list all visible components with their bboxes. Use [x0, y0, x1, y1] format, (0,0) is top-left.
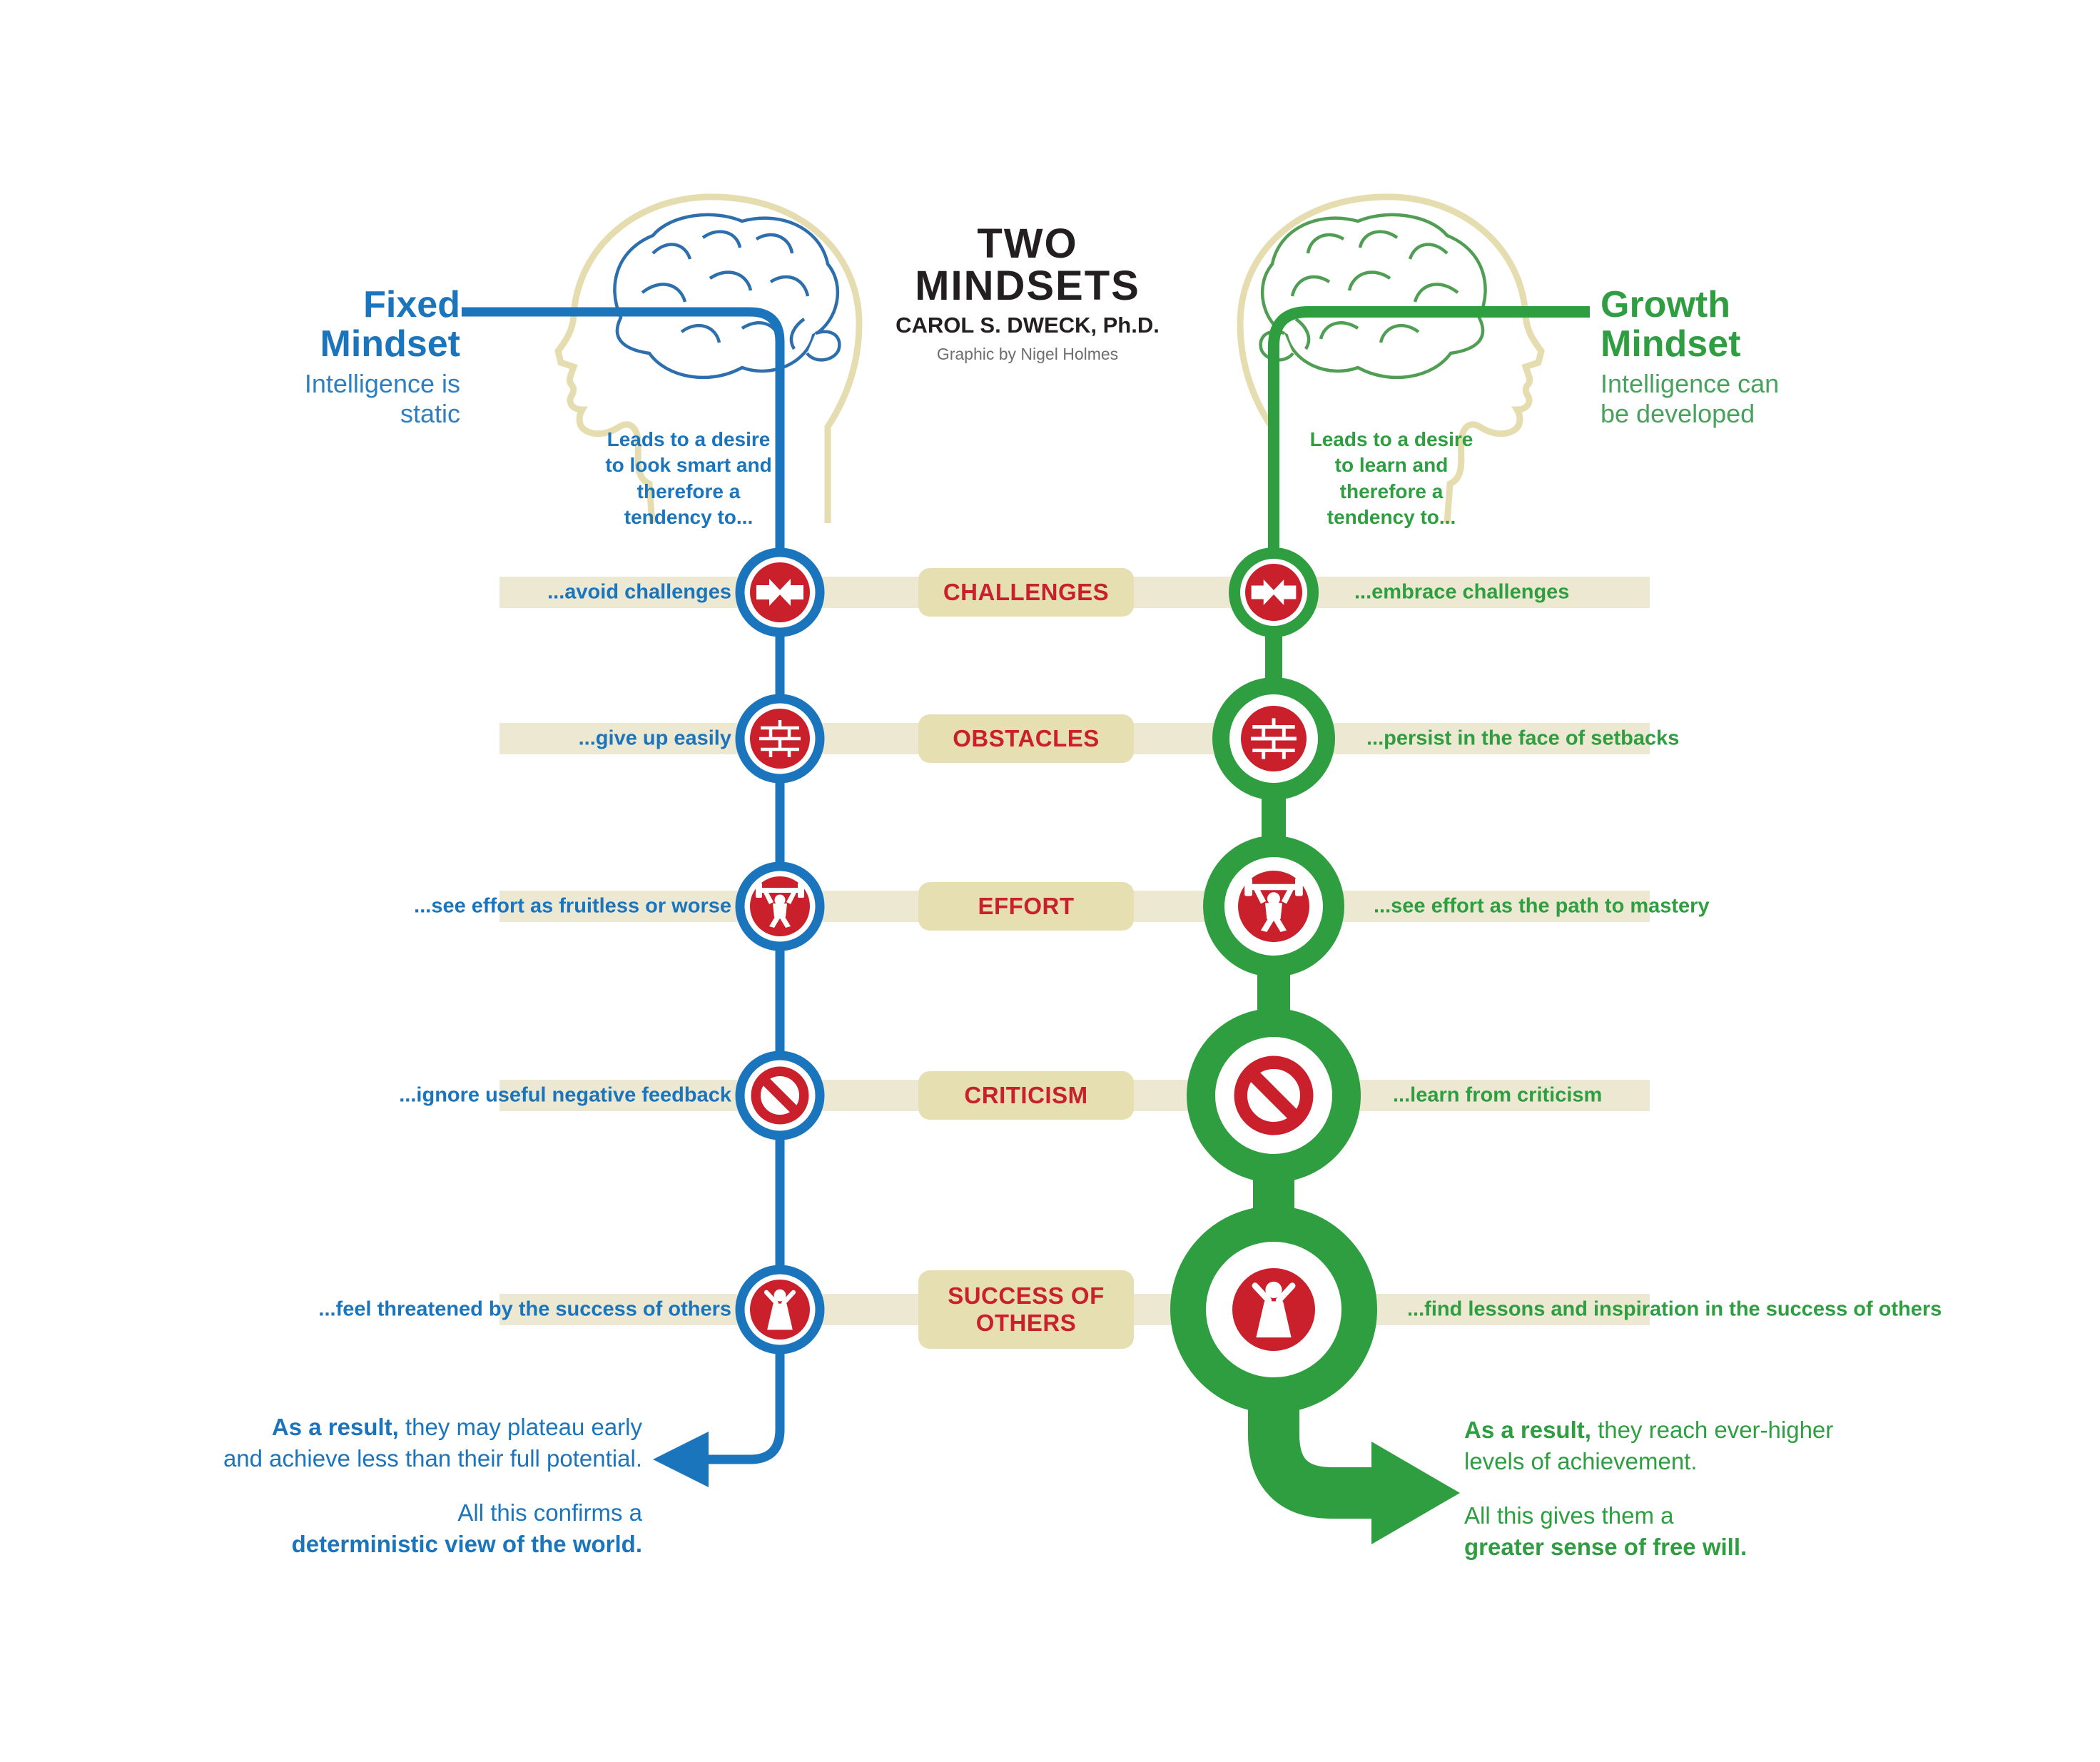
growth-mindset-name: Growth Mindset [1601, 284, 1741, 365]
growth-desire-text: Leads to a desire to learn and therefore… [1309, 428, 1473, 529]
fixed-result-line1: they may plateau early [398, 1414, 642, 1440]
growth-mindset-subtitle: Intelligence can be developed [1601, 369, 1780, 428]
category-label: CRITICISM [964, 1082, 1088, 1109]
title-credit: Graphic by Nigel Holmes [936, 345, 1119, 364]
fixed-mindset-heading: Fixed Mindset Intelligence is static [300, 285, 460, 428]
growth-behavior: ...learn from criticism [1393, 1083, 1603, 1107]
growth-brain-icon [1261, 215, 1486, 378]
fixed-brain-icon [614, 215, 839, 378]
fixed-behavior: ...see effort as fruitless or worse [414, 894, 731, 918]
fixed-result-text: As a result, they may plateau early and … [223, 1412, 642, 1474]
category-pill: CRITICISM [918, 1071, 1134, 1120]
fixed-closing-text: All this confirms a deterministic view o… [292, 1497, 642, 1560]
title-block: TWO MINDSETS CAROL S. DWECK, Ph.D. Graph… [849, 223, 1206, 364]
title-line1: TWO [977, 221, 1078, 267]
growth-behavior: ...see effort as the path to mastery [1374, 894, 1710, 918]
fixed-closing-line1: All this confirms a [457, 1499, 642, 1526]
growth-behavior: ...embrace challenges [1354, 580, 1570, 604]
category-label: OBSTACLES [953, 725, 1100, 752]
fixed-behavior: ...give up easily [578, 726, 731, 750]
category-label: CHALLENGES [943, 579, 1110, 606]
growth-closing-text: All this gives them a greater sense of f… [1464, 1500, 1747, 1563]
fixed-behavior: ...avoid challenges [547, 580, 731, 604]
fixed-behavior: ...ignore useful negative feedback [399, 1083, 731, 1107]
fixed-result-line2: and achieve less than their full potenti… [223, 1445, 642, 1472]
growth-result-line2: levels of achievement. [1464, 1448, 1698, 1475]
fixed-closing-line2: deterministic view of the world. [291, 1531, 642, 1558]
growth-behavior: ...persist in the face of setbacks [1366, 726, 1680, 750]
fixed-mindset-subtitle: Intelligence is static [304, 369, 460, 428]
growth-result-lead: As a result, [1464, 1417, 1591, 1443]
growth-behavior: ...find lessons and inspiration in the s… [1407, 1297, 1942, 1321]
category-pill: SUCCESS OF OTHERS [918, 1270, 1134, 1349]
title-line2: MINDSETS [915, 263, 1140, 310]
growth-arrowhead-icon [1371, 1442, 1460, 1544]
fixed-desire-text: Leads to a desire to look smart and ther… [605, 428, 772, 529]
title-author: CAROL S. DWECK, Ph.D. [896, 313, 1160, 338]
fixed-behavior: ...feel threatened by the success of oth… [318, 1297, 731, 1321]
category-label: SUCCESS OF OTHERS [948, 1282, 1105, 1336]
growth-mindset-heading: Growth Mindset Intelligence can be devel… [1601, 285, 1815, 428]
growth-result-text: As a result, they reach ever-higher leve… [1464, 1414, 1833, 1477]
fixed-mindset-name: Fixed Mindset [320, 284, 460, 365]
growth-result-line1: they reach ever-higher [1591, 1417, 1834, 1443]
category-label: EFFORT [978, 893, 1075, 920]
fixed-arrowhead-icon [653, 1432, 709, 1487]
category-pill: CHALLENGES [918, 568, 1134, 617]
category-pill: OBSTACLES [918, 714, 1134, 763]
category-pill: EFFORT [918, 882, 1134, 931]
growth-closing-line2: greater sense of free will. [1464, 1534, 1748, 1561]
fixed-result-lead: As a result, [271, 1414, 399, 1440]
growth-closing-line1: All this gives them a [1464, 1502, 1674, 1529]
